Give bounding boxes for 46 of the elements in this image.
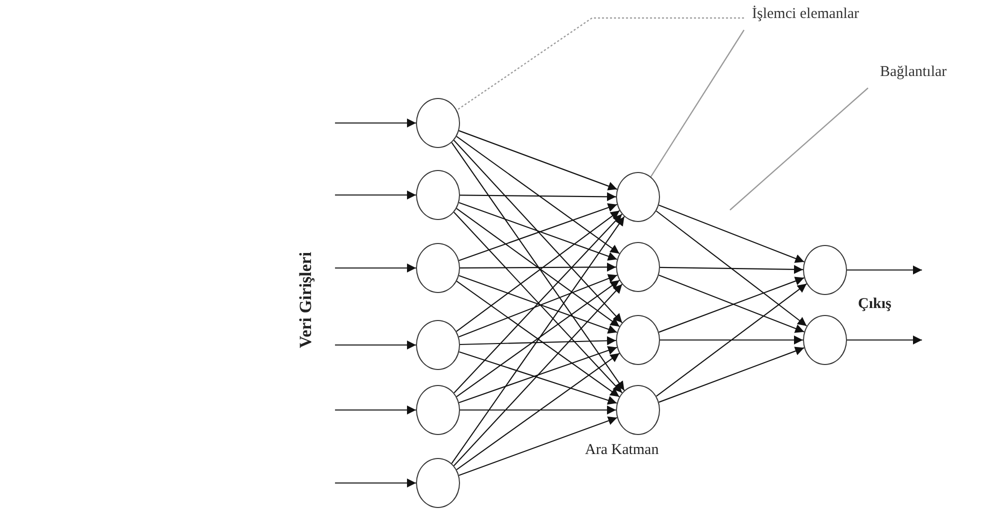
arrow	[451, 142, 625, 391]
layer-label: Veri Girişleri	[296, 252, 316, 348]
neuron-circle	[416, 458, 460, 508]
callout-text: İşlemci elemanlar	[752, 4, 860, 24]
neuron-circle	[803, 245, 847, 295]
arrow	[658, 346, 804, 403]
arrow	[454, 284, 622, 466]
arrow	[660, 336, 803, 344]
leader-line	[456, 17, 744, 111]
arrow	[660, 264, 803, 274]
neuron-circle	[803, 315, 847, 365]
arrow	[335, 406, 416, 414]
arrow	[656, 210, 808, 326]
neuron-circle	[616, 242, 660, 292]
arrow	[335, 118, 416, 128]
arrow	[658, 204, 804, 263]
leader-line	[730, 88, 868, 210]
arrow	[456, 352, 620, 470]
arrow	[460, 192, 616, 202]
arrow	[335, 190, 416, 200]
layer-label: Ara Katman	[585, 442, 659, 459]
arrow	[335, 478, 416, 488]
neuron-circle	[416, 243, 460, 293]
arrow	[460, 336, 616, 346]
arrow	[458, 130, 618, 190]
callout-text: Bağlantılar	[880, 62, 947, 82]
arrow	[847, 266, 922, 274]
arrow	[335, 340, 416, 350]
neuron-circle	[616, 385, 660, 435]
arrow	[451, 216, 625, 464]
arrow	[460, 406, 616, 414]
arrow	[847, 336, 922, 344]
arrow	[335, 264, 416, 272]
arrow	[656, 283, 807, 397]
arrow	[454, 140, 622, 324]
arrow	[458, 416, 618, 476]
neuron-circle	[416, 98, 460, 148]
leader-line	[650, 30, 744, 178]
neuron-circle	[616, 315, 660, 365]
neuron-circle	[416, 385, 460, 435]
neuron-circle	[416, 170, 460, 220]
arrow	[456, 136, 620, 254]
arrow	[460, 262, 616, 272]
neuron-circle	[616, 172, 660, 222]
neuron-circle	[416, 320, 460, 370]
layer-label: Çıkış	[858, 296, 892, 313]
